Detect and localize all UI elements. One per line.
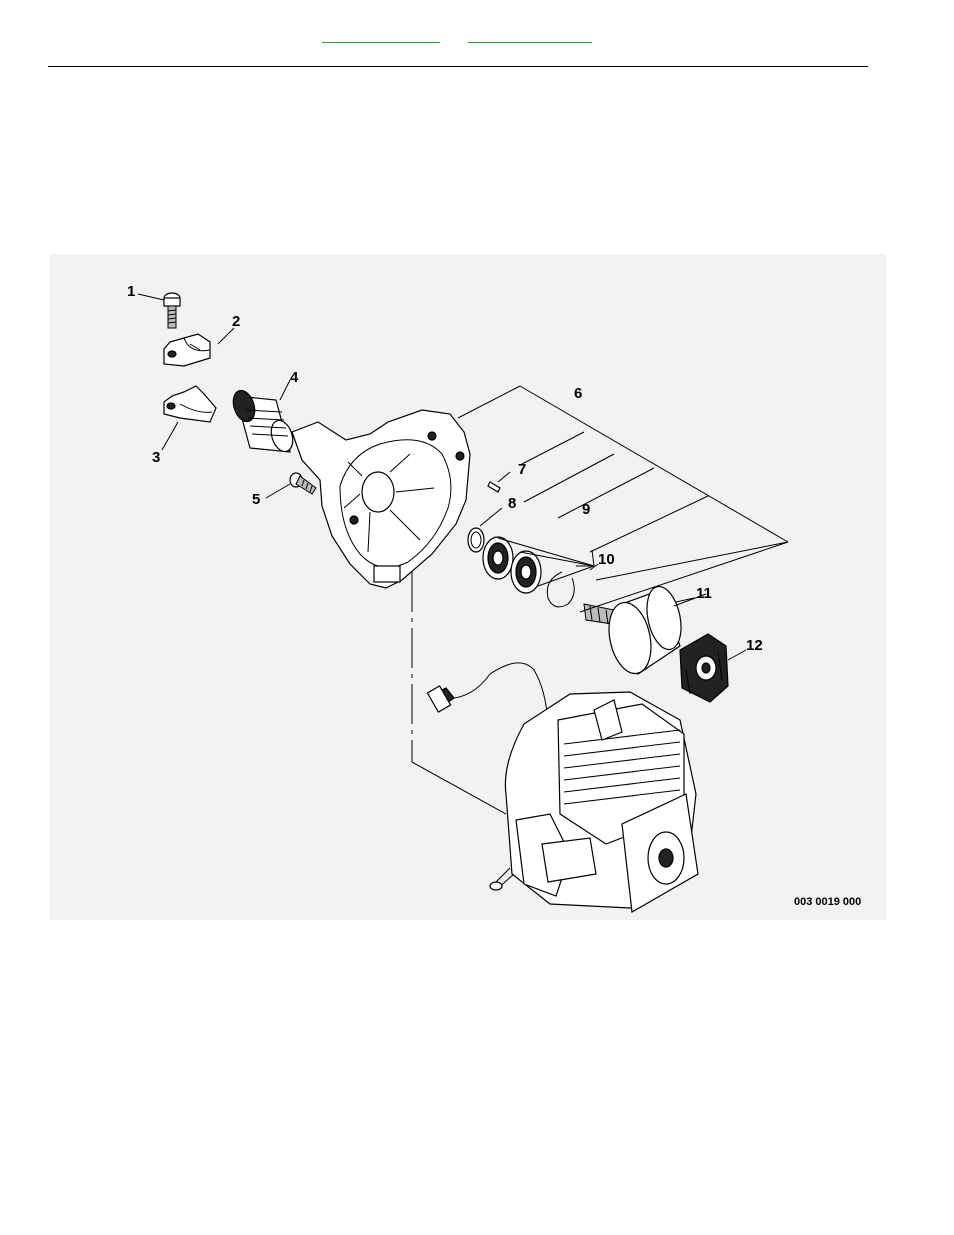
callout-6: 6 (574, 385, 582, 402)
leader-lines (138, 294, 788, 814)
part-5-bolt (290, 473, 316, 494)
engine-assembly (427, 663, 698, 912)
part-10-circlip (547, 572, 574, 607)
figure-code: 003 0019 000 (794, 896, 861, 908)
part-6-fan-housing (292, 410, 470, 588)
top-links (0, 30, 954, 44)
callout-5: 5 (252, 491, 260, 508)
part-12-clutch (680, 634, 728, 702)
part-2-clamp (164, 334, 210, 366)
callout-4: 4 (290, 369, 299, 386)
nav-link-left[interactable] (322, 30, 440, 43)
callout-3: 3 (152, 449, 160, 466)
callout-12: 12 (746, 637, 763, 654)
header-rule (48, 66, 868, 67)
callout-9: 9 (582, 501, 590, 518)
part-3-clamp (164, 386, 216, 422)
callout-2: 2 (232, 313, 240, 330)
exploded-parts-diagram: 1 2 3 4 5 6 7 8 9 10 11 12 003 0019 000 (50, 254, 886, 920)
callout-1: 1 (127, 283, 135, 300)
part-9-bearing-b (511, 551, 541, 593)
nav-link-right[interactable] (468, 30, 592, 43)
part-9-bearing-a (483, 537, 513, 579)
callout-10: 10 (598, 551, 615, 568)
part-1-screw (164, 293, 180, 328)
callout-11: 11 (696, 585, 712, 602)
callout-7: 7 (518, 461, 526, 478)
callout-8: 8 (508, 495, 516, 512)
part-8-washer (468, 528, 484, 552)
part-4-sleeve (230, 388, 297, 455)
part-11-clutch-drum (584, 583, 686, 677)
part-7-pin (488, 482, 500, 492)
callout-labels: 1 2 3 4 5 6 7 8 9 10 11 12 003 0019 000 (127, 283, 861, 908)
